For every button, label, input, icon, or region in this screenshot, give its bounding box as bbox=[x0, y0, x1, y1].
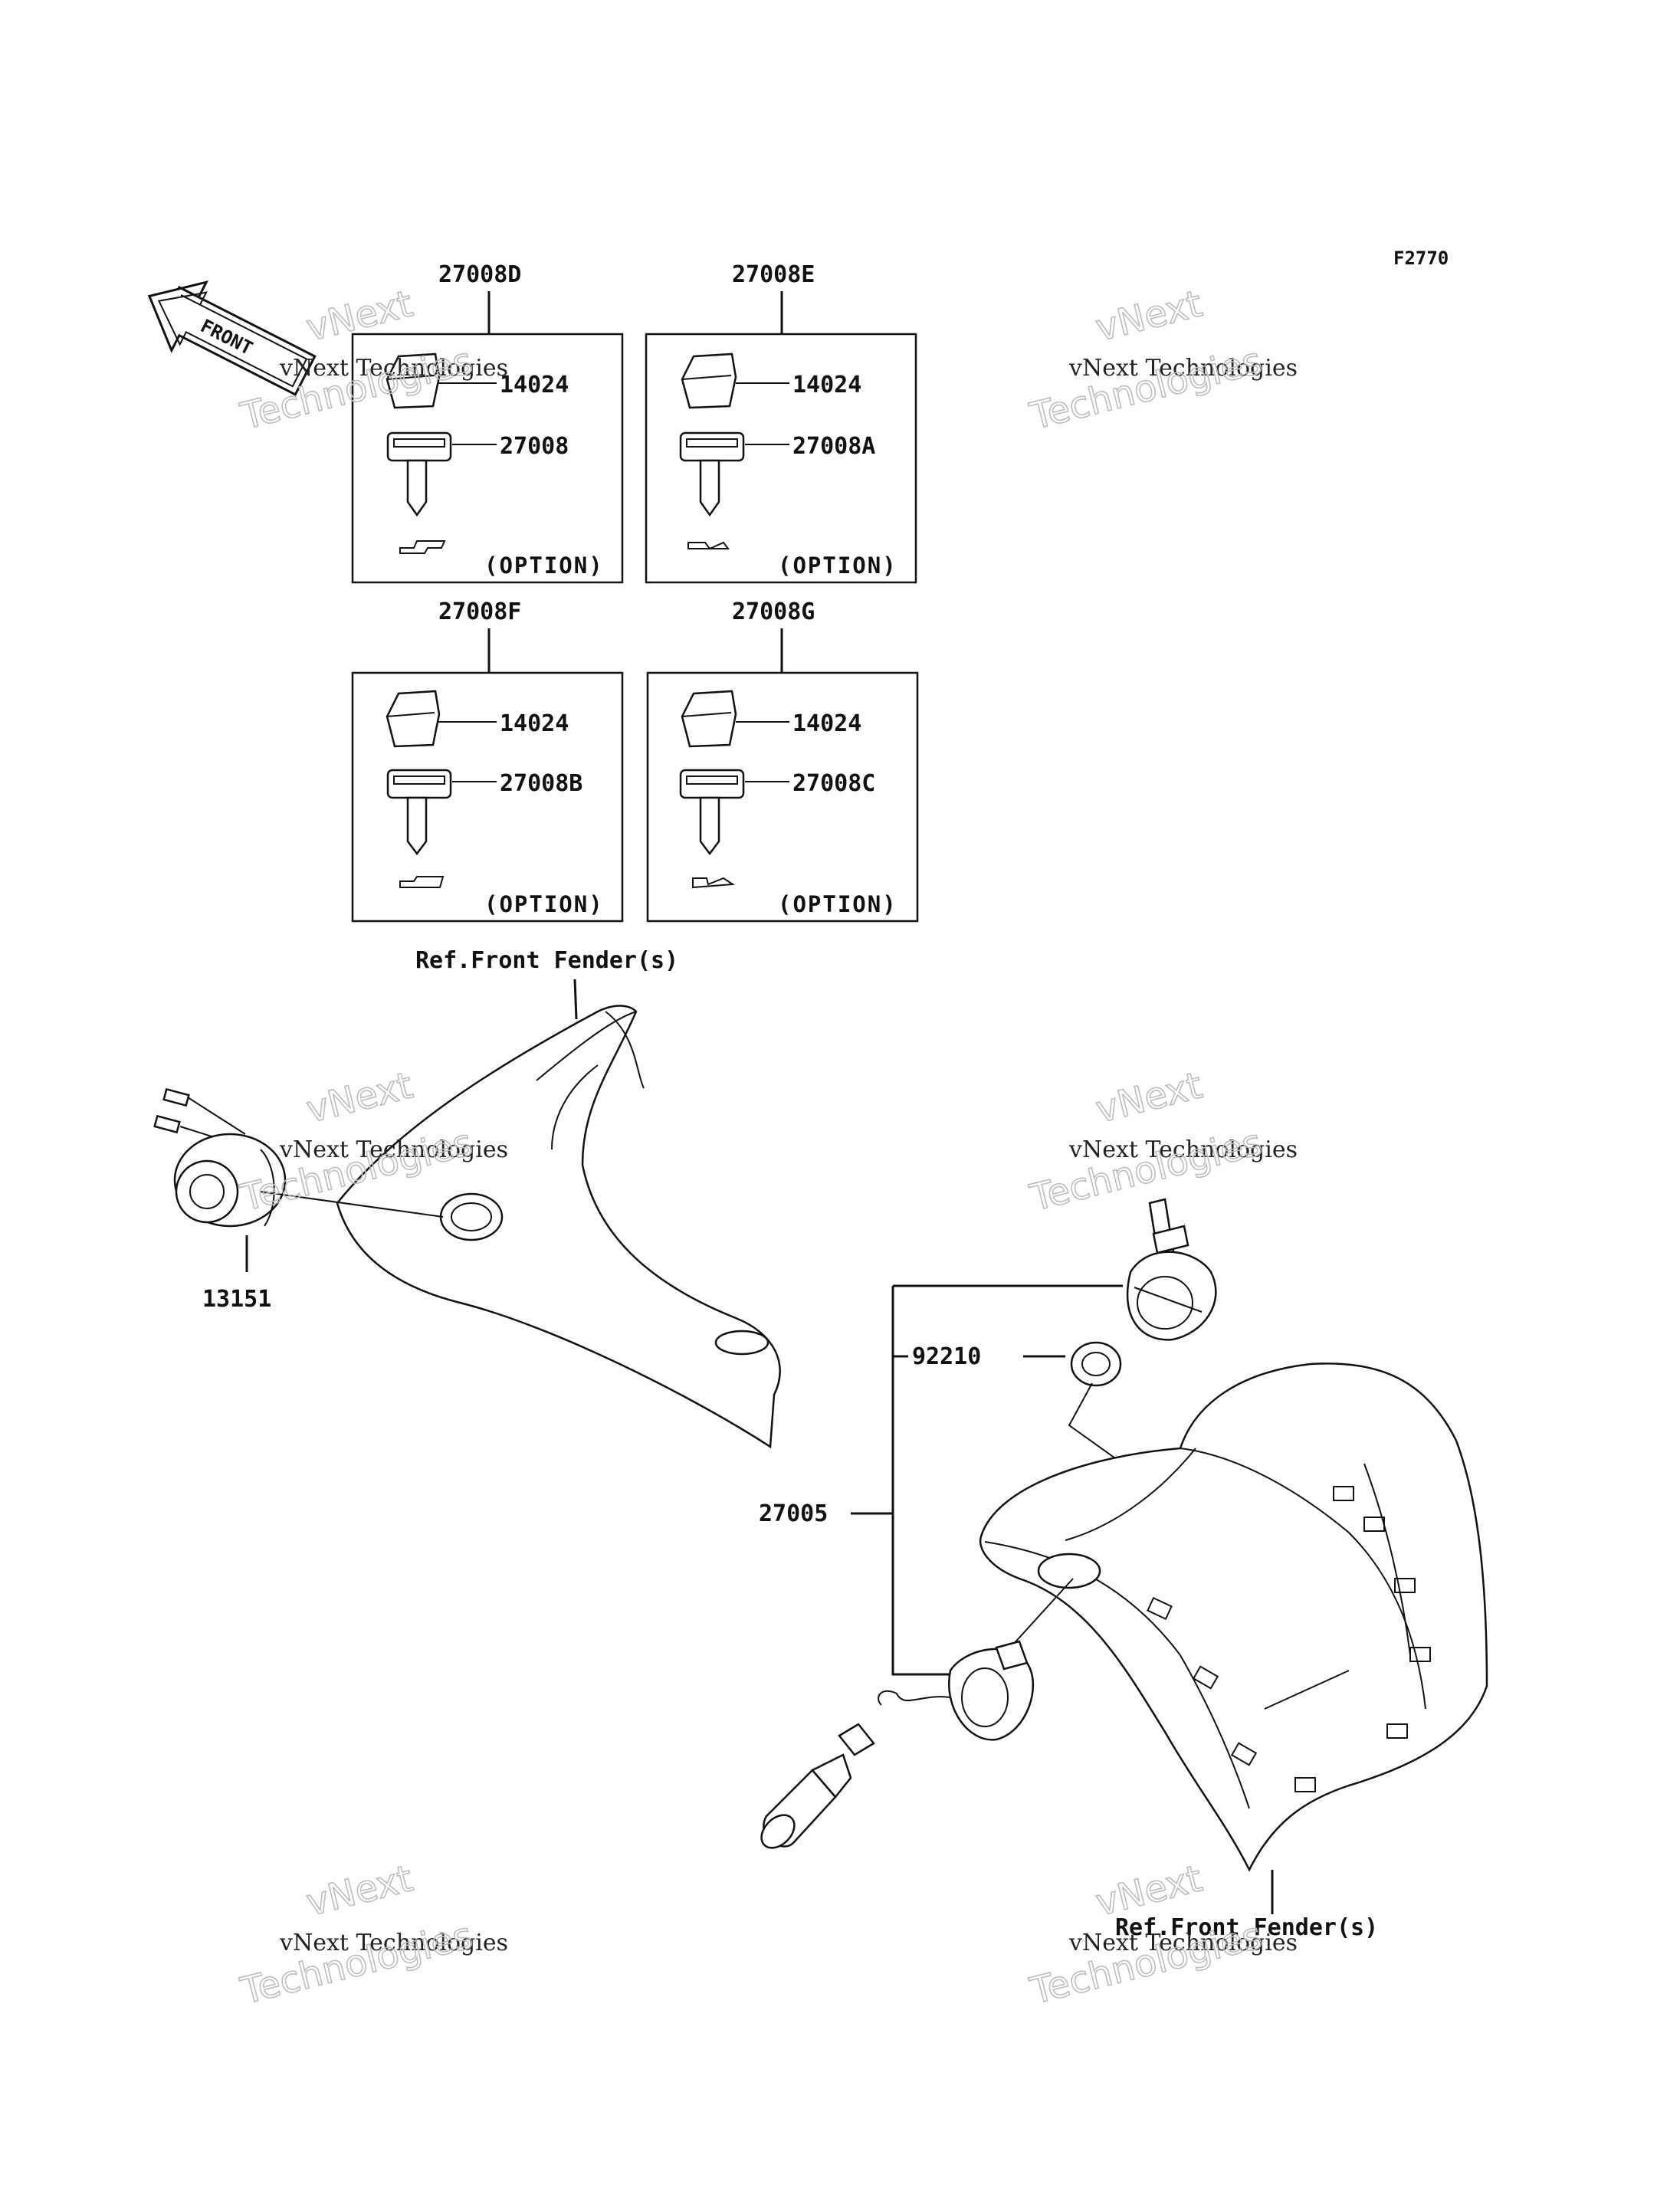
key-cap-icon bbox=[681, 690, 737, 748]
key-set-number: 27008G bbox=[732, 598, 815, 625]
callout-92210: 92210 bbox=[912, 1343, 981, 1370]
key-cut-pattern-icon bbox=[399, 876, 445, 888]
key-blank-icon bbox=[386, 769, 452, 856]
key-set-e: 27008E 14024 27008A (OPTION) bbox=[645, 261, 917, 584]
key-set-number: 27008F bbox=[438, 598, 521, 625]
key-part-number: 27008 bbox=[500, 433, 569, 460]
ignition-switch-assembly-icon bbox=[760, 1640, 1035, 1849]
key-cap-icon bbox=[386, 353, 441, 409]
option-note: (OPTION) bbox=[778, 891, 897, 917]
cap-part-number: 14024 bbox=[792, 710, 861, 737]
svg-text:vNext Technologies: vNext Technologies bbox=[1068, 1136, 1298, 1163]
ref-front-fender-top: Ref.Front Fender(s) bbox=[415, 947, 678, 974]
svg-text:vNext Technologies: vNext Technologies bbox=[279, 1136, 508, 1163]
svg-text:vNext: vNext bbox=[1091, 282, 1206, 349]
key-with-switch-icon bbox=[1126, 1198, 1217, 1341]
front-arrow-icon: FRONT bbox=[147, 280, 317, 396]
watermark: vNext Technologies vNext Technologies vN… bbox=[236, 282, 1298, 2014]
key-part-number: 27008B bbox=[500, 770, 582, 797]
key-part-number: 27008A bbox=[792, 433, 875, 460]
key-set-f: 27008F 14024 27008B (OPTION) bbox=[351, 598, 624, 923]
key-set-number: 27008E bbox=[732, 261, 815, 288]
key-set-number: 27008D bbox=[438, 261, 521, 288]
key-set-d: 27008D 14024 27008 (OPTION) bbox=[351, 261, 624, 584]
svg-text:vNext: vNext bbox=[302, 282, 417, 349]
cap-part-number: 14024 bbox=[500, 710, 569, 737]
cap-part-number: 14024 bbox=[792, 372, 861, 398]
option-note: (OPTION) bbox=[778, 553, 897, 579]
figure-code: F2770 bbox=[1393, 248, 1449, 269]
option-note: (OPTION) bbox=[484, 553, 604, 579]
cap-part-number: 14024 bbox=[500, 372, 569, 398]
key-part-number: 27008C bbox=[792, 770, 875, 797]
callout-27005: 27005 bbox=[759, 1500, 828, 1527]
ref-front-fender-bottom: Ref.Front Fender(s) bbox=[1115, 1914, 1378, 1941]
key-blank-icon bbox=[386, 431, 452, 517]
callout-13151: 13151 bbox=[202, 1286, 271, 1313]
key-blank-icon bbox=[679, 769, 745, 856]
key-cut-pattern-icon bbox=[399, 540, 446, 554]
key-cap-icon bbox=[386, 690, 441, 748]
ignition-switch-left-icon bbox=[153, 1087, 287, 1228]
svg-text:vNext: vNext bbox=[302, 1064, 417, 1131]
front-fender-left-icon bbox=[336, 1005, 781, 1449]
option-note: (OPTION) bbox=[484, 891, 604, 917]
nut-92210-icon bbox=[1070, 1341, 1122, 1387]
svg-text:vNext Technologies: vNext Technologies bbox=[1068, 355, 1298, 382]
key-cap-icon bbox=[681, 353, 737, 409]
svg-text:vNext: vNext bbox=[1091, 1064, 1206, 1131]
front-fender-right-icon bbox=[979, 1362, 1488, 1872]
svg-text:vNext Technologies: vNext Technologies bbox=[279, 355, 508, 382]
svg-text:vNext Technologies: vNext Technologies bbox=[1068, 1930, 1298, 1956]
svg-text:vNext Technologies: vNext Technologies bbox=[279, 1930, 508, 1956]
key-set-g: 27008G 14024 27008C (OPTION) bbox=[646, 598, 919, 923]
key-cut-pattern-icon bbox=[692, 877, 735, 889]
svg-text:vNext: vNext bbox=[302, 1857, 417, 1924]
key-blank-icon bbox=[679, 431, 745, 517]
key-cut-pattern-icon bbox=[687, 541, 730, 550]
